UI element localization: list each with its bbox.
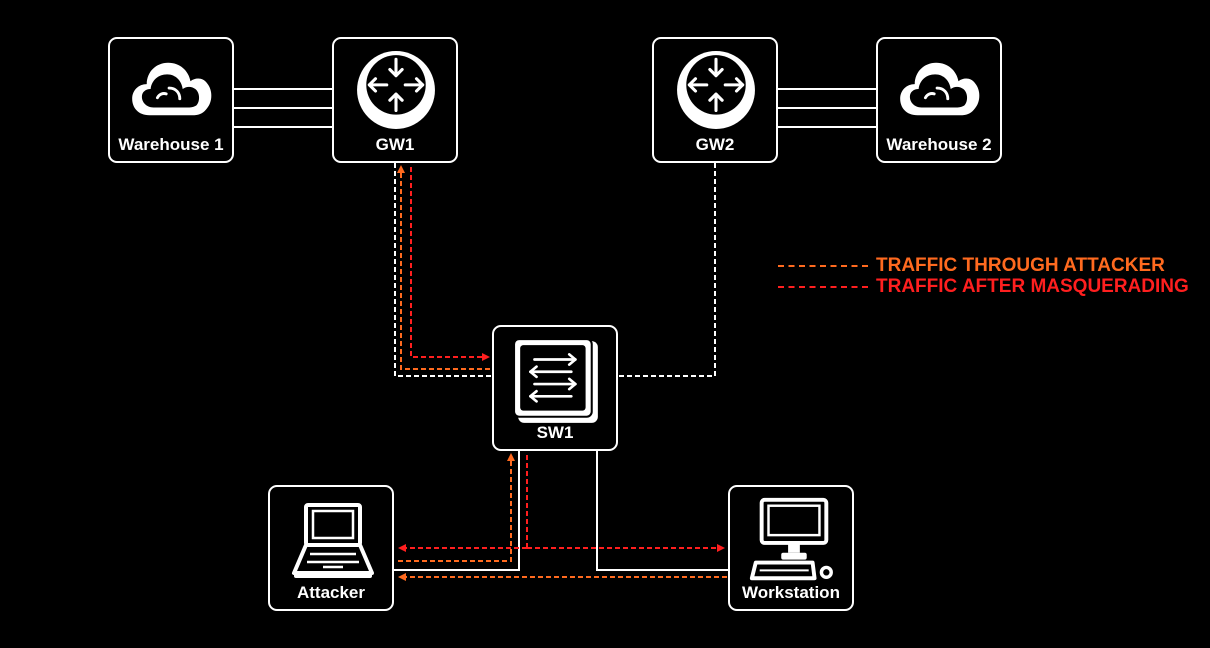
workstation-label: Workstation — [742, 583, 840, 602]
legend-line-red — [778, 285, 868, 288]
link-gw2-sw1 — [617, 163, 716, 377]
link-gw2-warehouse2 — [777, 88, 877, 128]
link-gw1-sw1 — [394, 163, 493, 377]
warehouse1-node[interactable]: Warehouse 1 — [108, 37, 234, 163]
sw1-label: SW1 — [536, 423, 574, 442]
cloud-icon — [132, 62, 212, 116]
warehouse1-label: Warehouse 1 — [118, 135, 224, 154]
link-warehouse1-gw1 — [234, 88, 333, 128]
gw1-node[interactable]: GW1 — [332, 37, 458, 163]
warehouse2-node[interactable]: Warehouse 2 — [876, 37, 1002, 163]
legend-after-masquerading-label: TRAFFIC AFTER MASQUERADING — [876, 276, 1189, 297]
legend-through-attacker: TRAFFIC THROUGH ATTACKER — [778, 255, 1165, 277]
sw1-node[interactable]: SW1 — [492, 325, 618, 451]
link-sw1-workstation — [596, 451, 729, 571]
gw2-node[interactable]: GW2 — [652, 37, 778, 163]
gw2-label: GW2 — [695, 135, 735, 154]
attacker-node[interactable]: Attacker — [268, 485, 394, 611]
gw1-label: GW1 — [375, 135, 415, 154]
legend-after-masquerading: TRAFFIC AFTER MASQUERADING — [778, 276, 1189, 298]
cloud-icon — [900, 62, 980, 116]
router-icon — [357, 51, 435, 129]
link-sw1-attacker — [394, 451, 520, 571]
legend-through-attacker-label: TRAFFIC THROUGH ATTACKER — [876, 255, 1165, 276]
switch-icon — [513, 338, 598, 423]
traffic-attacker-to-gw1 — [397, 165, 490, 370]
traffic-attacker-to-sw1 — [398, 453, 515, 562]
legend-line-orange — [778, 264, 868, 267]
traffic-gw1-to-sw1 — [410, 167, 490, 361]
warehouse2-label: Warehouse 2 — [886, 135, 992, 154]
attacker-label: Attacker — [296, 583, 366, 602]
workstation-node[interactable]: Workstation — [728, 485, 854, 611]
router-icon — [677, 51, 755, 129]
laptop-icon — [292, 503, 374, 578]
desktop-computer-icon — [749, 497, 833, 581]
